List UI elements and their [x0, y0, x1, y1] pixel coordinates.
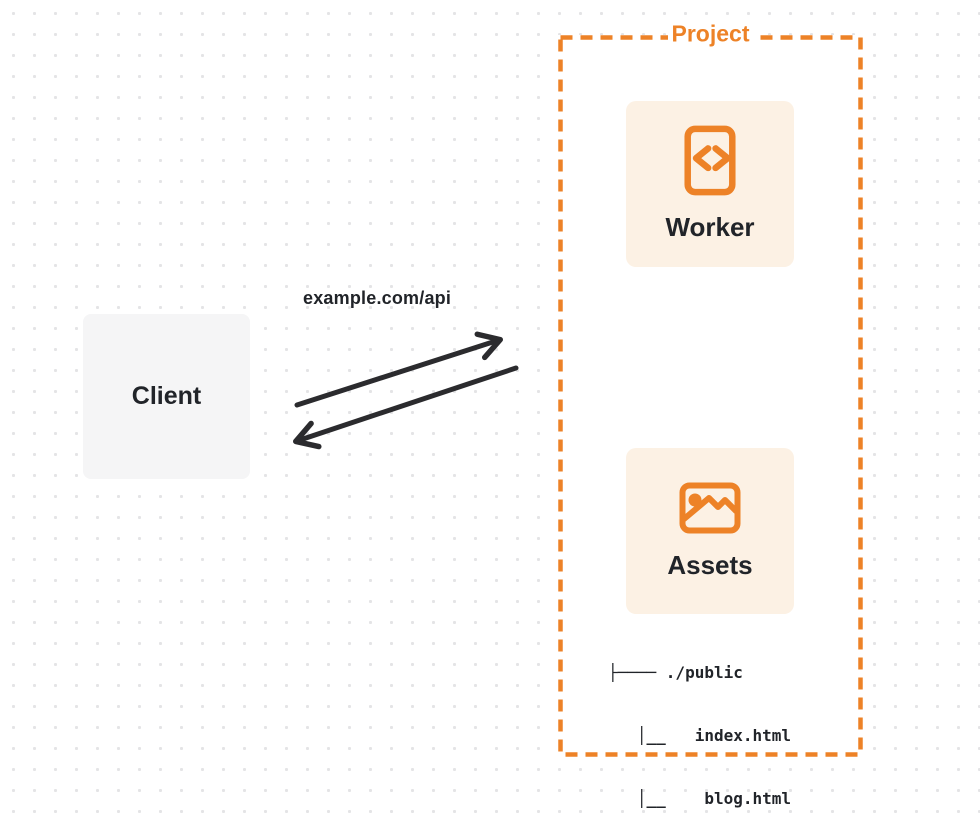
request-arrow — [294, 331, 503, 408]
tree-line-public: ├──── ./public — [608, 663, 743, 682]
request-url-label: example.com/api — [303, 288, 452, 308]
project-boundary: Project Worker Assets ├──── ./public │__… — [558, 20, 863, 808]
project-label: Project — [667, 20, 754, 48]
assets-label: Assets — [667, 549, 753, 580]
worker-node: Worker — [626, 101, 794, 267]
response-arrow — [293, 365, 519, 450]
client-node: Client — [83, 314, 250, 479]
worker-label: Worker — [665, 212, 755, 242]
assets-node: Assets — [626, 448, 794, 614]
tree-line-index: │__ index.html — [608, 726, 792, 745]
image-icon — [679, 482, 741, 533]
assets-file-tree: ├──── ./public │__ index.html │__ blog.h… — [608, 620, 791, 818]
code-file-icon — [684, 125, 736, 196]
client-label: Client — [131, 382, 202, 410]
tree-line-blog: │__ blog.html — [608, 789, 792, 808]
